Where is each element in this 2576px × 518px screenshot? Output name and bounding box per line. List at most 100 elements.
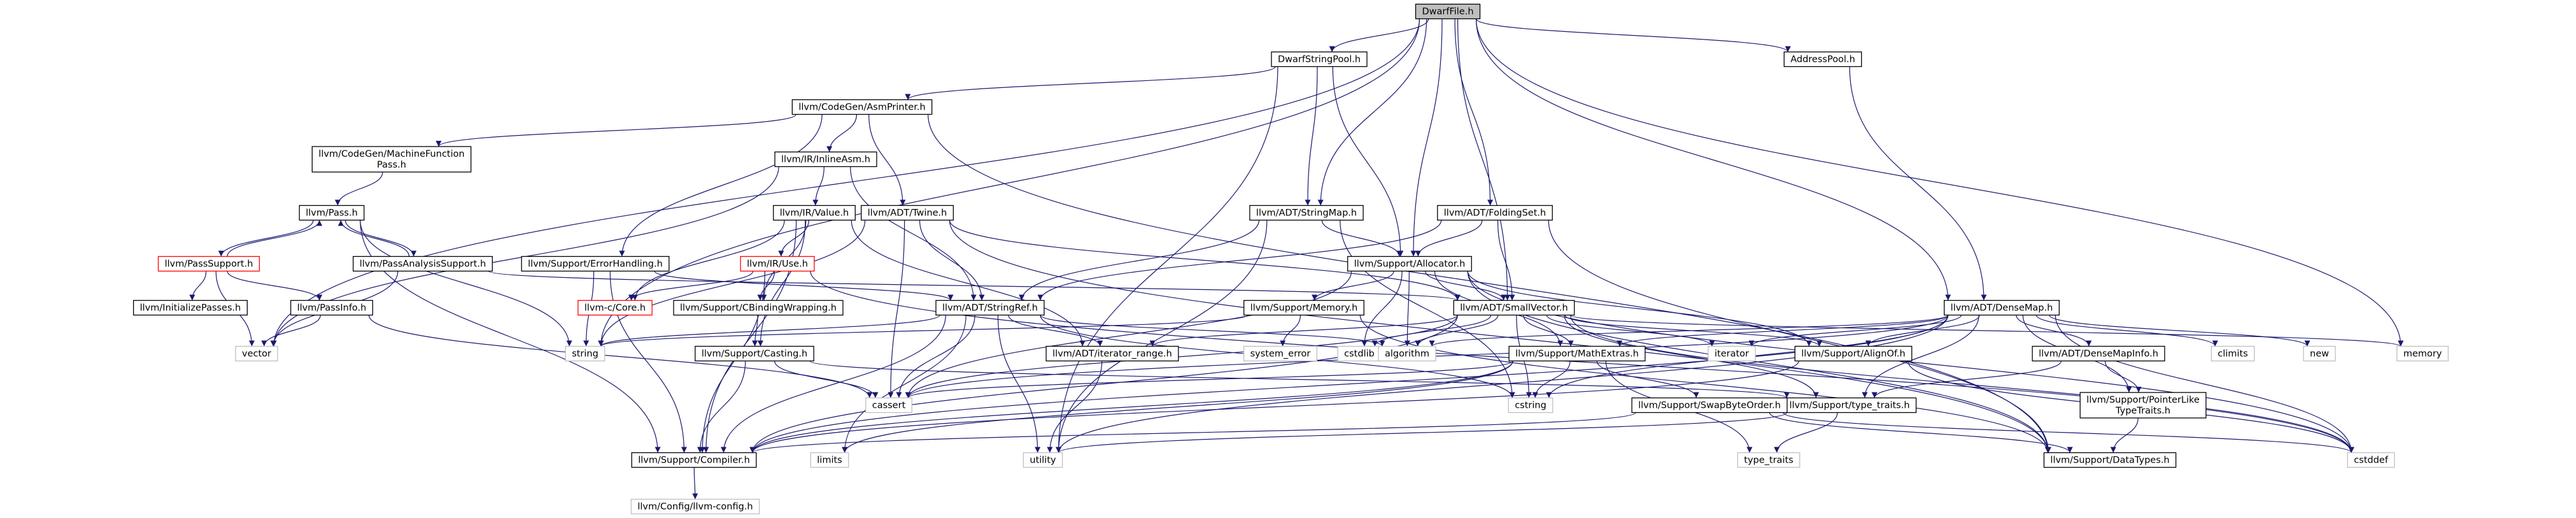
edge-llvm-adt-stringref-h-to-cassert: [896, 315, 975, 398]
node-llvm-ir-value-h[interactable]: llvm/IR/Value.h: [773, 205, 856, 221]
node-llvm-passsupport-h[interactable]: llvm/PassSupport.h: [157, 255, 260, 272]
edge-llvm-adt-smallvector-h-to-cstdlib: [1371, 315, 1492, 347]
node-box: [2079, 392, 2207, 419]
node-label: llvm/ADT/iterator_range.h: [1052, 349, 1172, 359]
edge-llvm-support-compiler-h-to-llvm-config-llvm-config-h: [692, 467, 698, 500]
node-addresspool-h[interactable]: AddressPool.h: [1783, 51, 1862, 68]
node-type-traits: type_traits: [1737, 452, 1801, 468]
node-box: [1415, 3, 1481, 20]
node-llvm-support-alignof-h[interactable]: llvm/Support/AlignOf.h: [1794, 345, 1913, 362]
node-box: [1347, 255, 1472, 272]
node-label: type_traits: [1744, 456, 1793, 466]
node-llvm-passanalysissupport-h[interactable]: llvm/PassAnalysisSupport.h: [353, 255, 493, 272]
node-label: Pass.h: [377, 160, 406, 170]
edge-llvm-adt-smallvector-h-to-cassert: [905, 315, 1458, 398]
node-label: TypeTraits.h: [2115, 406, 2170, 416]
node-string: string: [565, 345, 605, 362]
edge-llvm-support-allocator-h-to-cstdlib: [1361, 271, 1403, 347]
node-llvm-support-allocator-h[interactable]: llvm/Support/Allocator.h: [1347, 255, 1472, 272]
node-llvm-adt-stringref-h[interactable]: llvm/ADT/StringRef.h: [935, 299, 1045, 316]
node-label: llvm/ADT/Twine.h: [868, 208, 947, 219]
edge-llvm-ir-value-h-to-llvm-support-casting-h: [757, 220, 806, 347]
node-box: [695, 345, 814, 362]
node-label: AddressPool.h: [1790, 55, 1855, 65]
node-box: [631, 452, 757, 468]
node-llvm-support-casting-h[interactable]: llvm/Support/Casting.h: [695, 345, 814, 362]
edge-llvm-adt-stringref-h-to-string: [598, 314, 940, 347]
edge-llvm-codegen-asmprinter-h-to-llvm-adt-twine-h: [868, 114, 906, 206]
node-box: [1794, 345, 1913, 362]
node-llvm-support-memory-h[interactable]: llvm/Support/Memory.h: [1243, 299, 1364, 316]
node-system-error: system_error: [1243, 345, 1318, 362]
edge-dwarffile-h-to-string: [598, 18, 1420, 347]
node-llvm-support-type-traits-h[interactable]: llvm/Support/type_traits.h: [1782, 397, 1917, 414]
edge-llvm-adt-stringmap-h-to-utility: [1056, 220, 1268, 453]
node-llvm-ir-use-h[interactable]: llvm/IR/Use.h: [740, 255, 815, 272]
node-llvm-adt-foldingset-h[interactable]: llvm/ADT/FoldingSet.h: [1437, 205, 1553, 221]
node-llvm-support-cbindingwrapping-h[interactable]: llvm/Support/CBindingWrapping.h: [673, 299, 844, 316]
node-label: llvm/Support/Memory.h: [1250, 303, 1358, 313]
node-box: [299, 205, 365, 221]
node-box: [2032, 345, 2165, 362]
edge-llvm-support-swapbyteorder-h-to-llvm-support-compiler-h: [749, 412, 1636, 454]
node-llvm-passinfo-h[interactable]: llvm/PassInfo.h: [290, 299, 374, 316]
node-llvm-codegen-asmprinter-h[interactable]: llvm/CodeGen/AsmPrinter.h: [791, 99, 933, 115]
node-label: limits: [817, 456, 842, 466]
node-llvm-pass-h[interactable]: llvm/Pass.h: [299, 205, 365, 221]
edge-llvm-adt-smallvector-h-to-memory: [1570, 314, 2403, 347]
edge-llvm-support-mathextras-h-to-llvm-support-swapbyteorder-h: [1596, 361, 1699, 398]
node-cassert: cassert: [865, 397, 912, 414]
node-llvm-support-errorhandling-h[interactable]: llvm/Support/ErrorHandling.h: [521, 255, 670, 272]
edge-llvm-adt-densemap-h-to-llvm-support-type-traits-h: [1862, 315, 1979, 398]
edge-addresspool-h-to-llvm-adt-densemap-h: [1849, 66, 1987, 301]
node-llvm-c-core-h[interactable]: llvm-c/Core.h: [577, 299, 653, 316]
node-llvm-ir-inlineasm-h[interactable]: llvm/IR/InlineAsm.h: [774, 151, 877, 168]
node-label: memory: [2403, 349, 2442, 359]
edge-dwarfstringpool-h-to-llvm-support-allocator-h: [1332, 66, 1404, 257]
node-cstring: cstring: [1508, 397, 1553, 414]
node-label: llvm/ADT/StringRef.h: [942, 303, 1038, 313]
node-llvm-adt-densemap-h[interactable]: llvm/ADT/DenseMap.h: [1944, 299, 2060, 316]
node-llvm-support-swapbyteorder-h[interactable]: llvm/Support/SwapByteOrder.h: [1631, 397, 1788, 414]
node-dwarfstringpool-h[interactable]: DwarfStringPool.h: [1271, 51, 1368, 68]
edge-llvm-adt-stringref-h-to-limits: [842, 315, 966, 453]
edge-llvm-support-mathextras-h-to-cassert: [905, 360, 1513, 399]
node-box: [860, 205, 954, 221]
edge-llvm-support-swapbyteorder-h-to-llvm-support-datatypes-h: [1769, 412, 2073, 453]
node-box: [235, 345, 278, 362]
edge-llvm-codegen-asmprinter-h-to-llvm-support-errorhandling-h: [619, 114, 823, 257]
node-label: llvm/InitializePasses.h: [140, 303, 241, 313]
edge-llvm-adt-smallvector-h-to-iterator: [1546, 315, 1715, 347]
node-label: cstddef: [2354, 456, 2389, 466]
node-llvm-support-compiler-h[interactable]: llvm/Support/Compiler.h: [631, 452, 757, 468]
edge-llvm-ir-value-h-to-llvm-c-core-h: [632, 220, 785, 301]
node-llvm-adt-densemapinfo-h[interactable]: llvm/ADT/DenseMapInfo.h: [2032, 345, 2165, 362]
node-label: llvm/Pass.h: [306, 208, 358, 219]
node-llvm-adt-stringmap-h[interactable]: llvm/ADT/StringMap.h: [1249, 205, 1364, 221]
edge-llvm-support-allocator-h-to-algorithm: [1404, 271, 1410, 347]
node-label: llvm/Config/llvm-config.h: [637, 502, 753, 512]
node-cstdlib: cstdlib: [1337, 345, 1382, 362]
edge-llvm-adt-twine-h-to-llvm-adt-smallvector-h: [949, 220, 1461, 301]
node-utility: utility: [1023, 452, 1063, 468]
node-label: cstring: [1515, 401, 1546, 411]
edge-llvm-ir-inlineasm-h-to-llvm-ir-value-h: [812, 166, 824, 206]
edge-llvm-adt-foldingset-h-to-llvm-adt-smallvector-h: [1497, 220, 1515, 301]
node-box: [311, 146, 472, 173]
node-dwarffile-h[interactable]: DwarfFile.h: [1415, 3, 1481, 20]
node-llvm-support-datatypes-h[interactable]: llvm/Support/DataTypes.h: [2043, 452, 2177, 468]
node-box: [2043, 452, 2177, 468]
edge-llvm-adt-foldingset-h-to-llvm-support-allocator-h: [1415, 220, 1483, 257]
edge-llvm-support-allocator-h-to-llvm-adt-smallvector-h: [1425, 271, 1507, 301]
node-llvm-support-mathextras-h[interactable]: llvm/Support/MathExtras.h: [1508, 345, 1646, 362]
node-llvm-adt-iterator-range-h[interactable]: llvm/ADT/iterator_range.h: [1045, 345, 1179, 362]
node-llvm-adt-twine-h[interactable]: llvm/ADT/Twine.h: [860, 205, 954, 221]
edge-llvm-adt-twine-h-to-llvm-adt-stringref-h: [919, 220, 985, 301]
node-llvm-adt-smallvector-h[interactable]: llvm/ADT/SmallVector.h: [1453, 299, 1575, 316]
edge-llvm-adt-stringref-h-to-llvm-support-compiler-h: [721, 315, 946, 453]
node-llvm-initializepasses-h[interactable]: llvm/InitializePasses.h: [132, 299, 248, 316]
node-label: llvm/ADT/StringMap.h: [1256, 208, 1357, 219]
edge-dwarffile-h-to-dwarfstringpool-h: [1329, 18, 1429, 52]
